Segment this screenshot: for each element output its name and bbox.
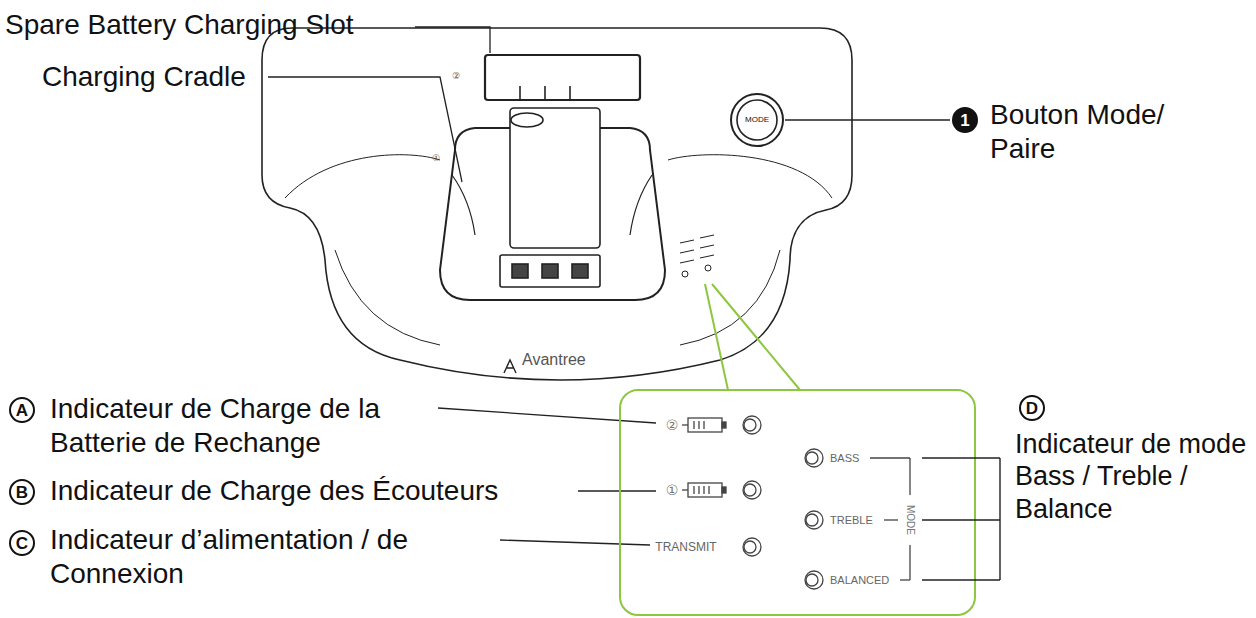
node-label: C bbox=[16, 535, 28, 552]
slot-number: ② bbox=[452, 72, 460, 81]
callout-label: Indicateur de Charge des Écouteurs bbox=[50, 474, 498, 508]
indicator-label: ② bbox=[666, 418, 679, 432]
indicator-label: MODE bbox=[905, 505, 915, 535]
mode-button: MODE bbox=[739, 102, 775, 138]
slot-number: ① bbox=[432, 154, 440, 163]
node-label: B bbox=[16, 484, 28, 501]
brand-logo: Avantree bbox=[522, 352, 586, 368]
node-label: D bbox=[1026, 400, 1038, 417]
callout-panel: ② ① TRANSMIT BASS TREBLE BALANCED MODE bbox=[620, 390, 975, 615]
indicator-label: BASS bbox=[830, 453, 859, 464]
callout-letter: A bbox=[9, 397, 35, 423]
node-label: 1 bbox=[960, 112, 969, 129]
indicator-label: ① bbox=[666, 483, 679, 497]
indicator-label: TREBLE bbox=[830, 515, 873, 526]
part-label: Bouton Mode/ Paire bbox=[990, 98, 1190, 165]
callout-label: Indicateur de Charge de la Batterie de R… bbox=[50, 392, 455, 459]
callout-label: Indicateur de mode Bass / Treble / Balan… bbox=[1015, 428, 1249, 525]
part-label: Spare Battery Charging Slot bbox=[5, 8, 354, 42]
callout-letter: D bbox=[1019, 395, 1045, 421]
callout-label: Indicateur d’alimentation / de Connexion bbox=[50, 523, 500, 590]
callout-letter: B bbox=[9, 479, 35, 505]
callout-number: 1 bbox=[952, 107, 978, 133]
node-label: MODE bbox=[745, 116, 769, 124]
callout-letter: C bbox=[9, 530, 35, 556]
node-label: A bbox=[16, 402, 28, 419]
part-label: Charging Cradle bbox=[42, 60, 246, 94]
indicator-label: BALANCED bbox=[830, 575, 889, 586]
indicator-label: TRANSMIT bbox=[655, 541, 716, 553]
